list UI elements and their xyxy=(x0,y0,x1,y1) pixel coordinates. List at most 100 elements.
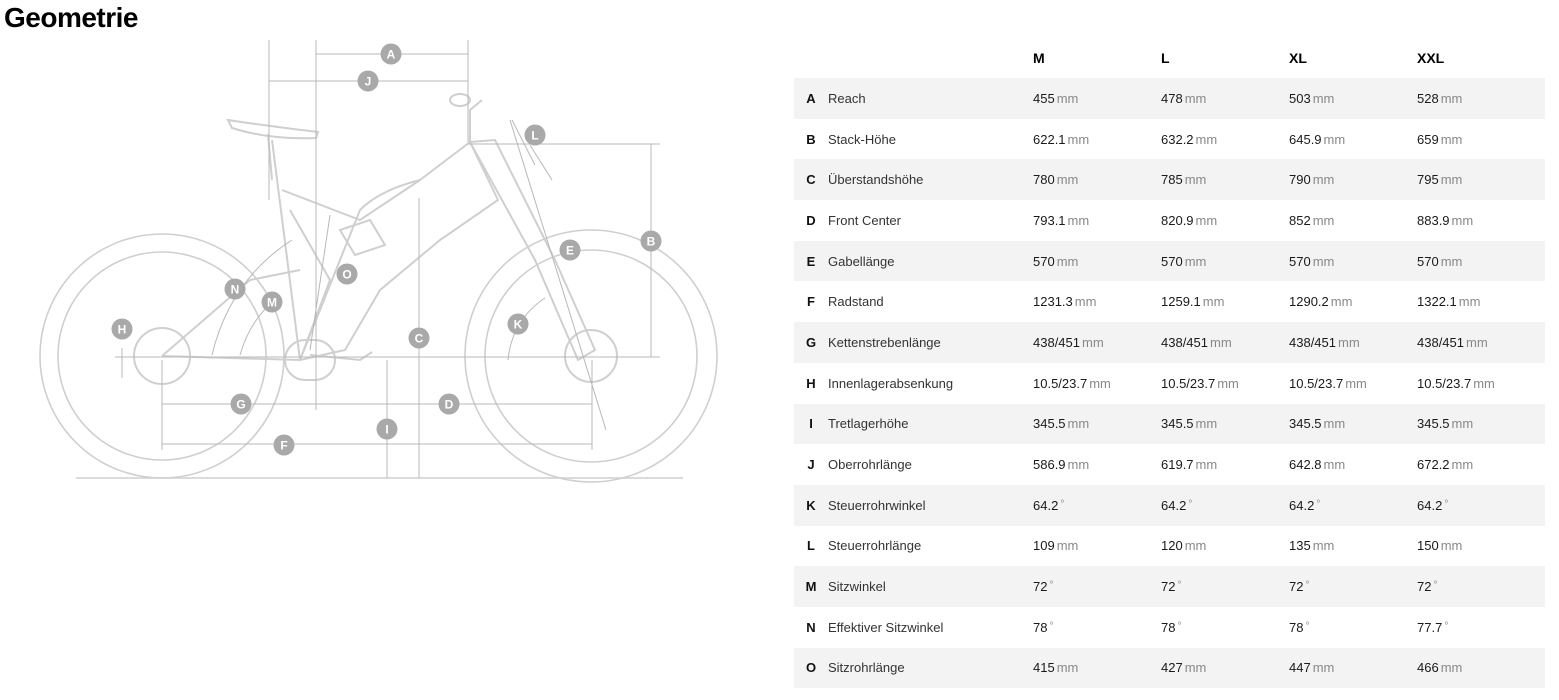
row-letter: G xyxy=(794,322,828,363)
row-value-cell: 64.2° xyxy=(1161,484,1289,526)
marker-badge xyxy=(357,70,379,92)
row-label: Reach xyxy=(828,78,1033,119)
saddle xyxy=(226,118,320,140)
row-letter: M xyxy=(794,566,828,607)
row-letter: C xyxy=(794,159,828,201)
unit: mm xyxy=(1184,660,1207,676)
unit: mm xyxy=(1195,457,1218,473)
front-wheel xyxy=(464,229,718,483)
unit: mm xyxy=(1312,660,1335,676)
shock xyxy=(338,218,387,257)
value: 632.2 xyxy=(1161,131,1194,147)
value: 10.5/23.7 xyxy=(1033,375,1088,391)
value: 466 xyxy=(1417,660,1439,676)
marker-h: H xyxy=(111,318,133,340)
unit: mm xyxy=(1458,294,1481,310)
row-letter: B xyxy=(806,131,816,147)
unit: mm xyxy=(1195,416,1218,432)
marker-label: F xyxy=(280,439,287,453)
row-value-cell: 78° xyxy=(1289,607,1417,648)
row-letter: A xyxy=(794,78,828,119)
value: 438/451 xyxy=(1161,334,1208,350)
crank-arm xyxy=(309,351,373,362)
value: 345.5 xyxy=(1033,416,1066,432)
unit: mm xyxy=(1056,172,1079,188)
marker-label: D xyxy=(445,398,454,412)
marker-badge xyxy=(273,434,295,456)
value: 438/451 xyxy=(1289,334,1336,350)
value: 1290.2 xyxy=(1289,294,1329,310)
value: 10.5/23.7 xyxy=(1289,375,1344,391)
marker-label: E xyxy=(566,244,574,258)
header-label xyxy=(828,38,1033,78)
row-label: Effektiver Sitzwinkel xyxy=(828,619,944,635)
row-label: Sitzwinkel xyxy=(828,566,1033,607)
value: 820.9 xyxy=(1161,212,1194,228)
row-label: Tretlagerhöhe xyxy=(828,403,1033,445)
header-size-xxl: XXL xyxy=(1417,50,1445,66)
unit: mm xyxy=(1440,660,1463,676)
row-value-cell: 78° xyxy=(1033,607,1161,648)
marker-label: L xyxy=(531,129,538,143)
marker-badge xyxy=(336,263,358,285)
value: 883.9 xyxy=(1417,212,1450,228)
value: 64.2 xyxy=(1161,497,1187,513)
unit: mm xyxy=(1056,660,1079,676)
top-tube xyxy=(281,179,421,222)
unit: mm xyxy=(1440,90,1463,106)
row-letter: N xyxy=(806,619,816,635)
unit: mm xyxy=(1074,294,1097,310)
value: 659 xyxy=(1417,131,1439,147)
motor xyxy=(284,339,336,381)
row-letter: D xyxy=(806,212,816,228)
value: 72 xyxy=(1289,579,1304,595)
unit: mm xyxy=(1312,172,1335,188)
value: 1231.3 xyxy=(1033,294,1073,310)
value: 427 xyxy=(1161,660,1183,676)
marker-label: G xyxy=(236,398,245,412)
unit: mm xyxy=(1312,212,1335,228)
row-letter: E xyxy=(794,240,828,282)
unit: ° xyxy=(1177,620,1182,632)
unit: mm xyxy=(1067,131,1090,147)
row-value-cell: 64.2° xyxy=(1033,484,1161,526)
value: 570 xyxy=(1289,253,1311,269)
marker-o: O xyxy=(336,263,358,285)
unit: ° xyxy=(1049,580,1054,592)
marker-badge xyxy=(524,124,546,146)
value: 790 xyxy=(1289,172,1311,188)
unit: mm xyxy=(1312,90,1335,106)
row-label: Front Center xyxy=(828,212,901,228)
unit: mm xyxy=(1210,334,1232,350)
unit: mm xyxy=(1440,131,1463,147)
marker-d: D xyxy=(438,393,460,415)
unit: mm xyxy=(1345,375,1367,391)
unit: mm xyxy=(1466,334,1488,350)
value: 415 xyxy=(1033,660,1055,676)
marker-label: B xyxy=(647,235,656,249)
marker-label: K xyxy=(514,318,523,332)
value: 438/451 xyxy=(1417,334,1464,350)
marker-n: N xyxy=(224,278,246,300)
row-value-cell: 77.7° xyxy=(1417,607,1545,648)
